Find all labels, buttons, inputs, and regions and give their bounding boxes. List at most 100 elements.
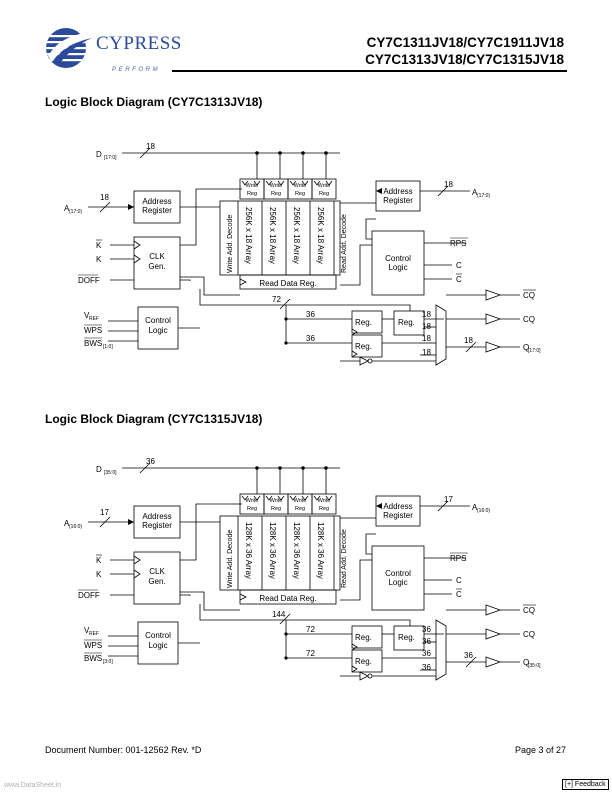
label-cq0: CQ <box>523 291 535 300</box>
brand-tagline: PERFORM <box>112 67 161 73</box>
label-d: D <box>96 465 102 474</box>
label-arr2: 128K x 36 Array <box>292 522 301 579</box>
brand-name: CYPRESS <box>96 33 182 54</box>
label-clk1: Gen. <box>148 577 165 586</box>
label-asub: (17:0) <box>69 209 82 215</box>
address-register-right <box>375 180 421 212</box>
label-cq0: CQ <box>523 606 535 615</box>
output-reg-2 <box>351 334 383 358</box>
label-wr0b: Write <box>270 183 283 189</box>
label-wr1b: Reg <box>271 506 281 512</box>
label-reg3: Reg. <box>398 318 415 327</box>
label-a: A <box>64 519 70 528</box>
label-ar1: Register <box>142 206 172 215</box>
label-d: D <box>96 150 102 159</box>
label-o0: 18 <box>422 310 431 319</box>
label-wad: Write Add. Decode <box>227 215 234 273</box>
label-cl0: Control <box>145 316 171 325</box>
label-aw2: 18 <box>444 180 453 189</box>
label-cbar: C <box>456 590 462 599</box>
label-ar2a: Address <box>383 187 412 196</box>
label-qsub: [17:0] <box>528 348 541 354</box>
logic-block-diagram-cy7c1315: D [35:0] 36 A (16:0) 17 Address Register… <box>0 457 612 700</box>
watermark: www.DataSheet.in <box>4 782 62 789</box>
label-o2: 36 <box>422 649 431 658</box>
label-ar2b: Register <box>383 196 413 205</box>
label-q: Q <box>523 343 529 352</box>
output-reg-3 <box>393 310 425 336</box>
label-dsub: [35:0] <box>104 470 117 476</box>
label-vsub: REF <box>89 316 99 322</box>
label-wr1c: Reg <box>295 191 305 197</box>
label-wr0a: Write <box>246 498 259 504</box>
label-o1: 18 <box>422 322 431 331</box>
label-arr3: 256K x 18 Array <box>316 207 325 264</box>
label-doff: DOFF <box>78 276 100 285</box>
label-cq1: CQ <box>523 315 535 324</box>
diagram-svg-0: D [17:0] 18 A (17:0) 18 Address Register… <box>64 142 541 366</box>
output-reg-1 <box>351 625 383 649</box>
label-wr0d: Write <box>318 183 331 189</box>
label-clk1: Gen. <box>148 262 165 271</box>
label-wr0d: Write <box>318 498 331 504</box>
label-wps: WPS <box>84 641 102 650</box>
label-cr0: Control <box>385 254 411 263</box>
document-number: Document Number: 001-12562 Rev. *D <box>45 745 202 755</box>
label-dw: 36 <box>146 457 155 466</box>
label-k1: K <box>96 570 102 579</box>
control-logic-right <box>371 545 425 611</box>
label-c: C <box>456 576 462 585</box>
label-wr1d: Reg <box>319 506 329 512</box>
label-wad: Write Add. Decode <box>227 530 234 588</box>
label-rdr: Read Data Reg. <box>259 279 316 288</box>
label-bus: 144 <box>272 610 286 619</box>
label-wr0b: Write <box>270 498 283 504</box>
page-number: Page 3 of 27 <box>515 745 567 755</box>
header-rule <box>172 70 567 72</box>
output-reg-1 <box>351 310 383 334</box>
label-aw: 18 <box>100 193 109 202</box>
label-arr1: 256K x 18 Array <box>268 207 277 264</box>
label-wr0c: Write <box>294 498 307 504</box>
label-wr0a: Write <box>246 183 259 189</box>
label-cl0: Control <box>145 631 171 640</box>
label-dsub: [17:0] <box>104 155 117 161</box>
label-a2: A <box>472 503 478 512</box>
label-bus: 72 <box>272 295 281 304</box>
feedback-button[interactable]: [+] Feedback <box>562 779 609 790</box>
label-ow: 36 <box>464 651 473 660</box>
label-clk0: CLK <box>149 252 165 261</box>
read-data-register <box>239 589 337 605</box>
label-rad: Read Add. Decode <box>341 214 348 273</box>
label-clk0: CLK <box>149 567 165 576</box>
logic-block-diagram-cy7c1313: D [17:0] 18 A (17:0) 18 Address Register… <box>0 142 612 385</box>
output-reg-2 <box>351 649 383 673</box>
label-vsub: REF <box>89 631 99 637</box>
label-rps: RPS <box>450 554 466 563</box>
part-numbers-line-1: CY7C1311JV18/CY7C1911JV18 <box>366 35 564 50</box>
label-arr0: 128K x 36 Array <box>244 522 253 579</box>
section-title-cy7c1315: Logic Block Diagram (CY7C1315JV18) <box>45 412 263 426</box>
label-cr0: Control <box>385 569 411 578</box>
control-logic-right <box>371 230 425 296</box>
label-h1: 72 <box>306 625 315 634</box>
label-arr0: 256K x 18 Array <box>244 207 253 264</box>
label-wr1b: Reg <box>271 191 281 197</box>
section-title-cy7c1313: Logic Block Diagram (CY7C1313JV18) <box>45 95 263 109</box>
label-wr1c: Reg <box>295 506 305 512</box>
read-data-register <box>239 274 337 290</box>
label-reg1: Reg. <box>355 318 372 327</box>
label-reg2: Reg. <box>355 657 372 666</box>
label-c: C <box>456 261 462 270</box>
label-h1: 36 <box>306 310 315 319</box>
output-reg-3 <box>393 625 425 651</box>
cypress-logo <box>46 28 92 68</box>
part-numbers-line-2: CY7C1313JV18/CY7C1315JV18 <box>365 52 564 67</box>
label-v: V <box>84 311 90 320</box>
label-k0: K <box>96 241 102 250</box>
label-o3: 36 <box>422 663 431 672</box>
label-cq1: CQ <box>523 630 535 639</box>
label-cr1: Logic <box>388 578 407 587</box>
label-ow: 18 <box>464 336 473 345</box>
label-a2: A <box>472 188 478 197</box>
